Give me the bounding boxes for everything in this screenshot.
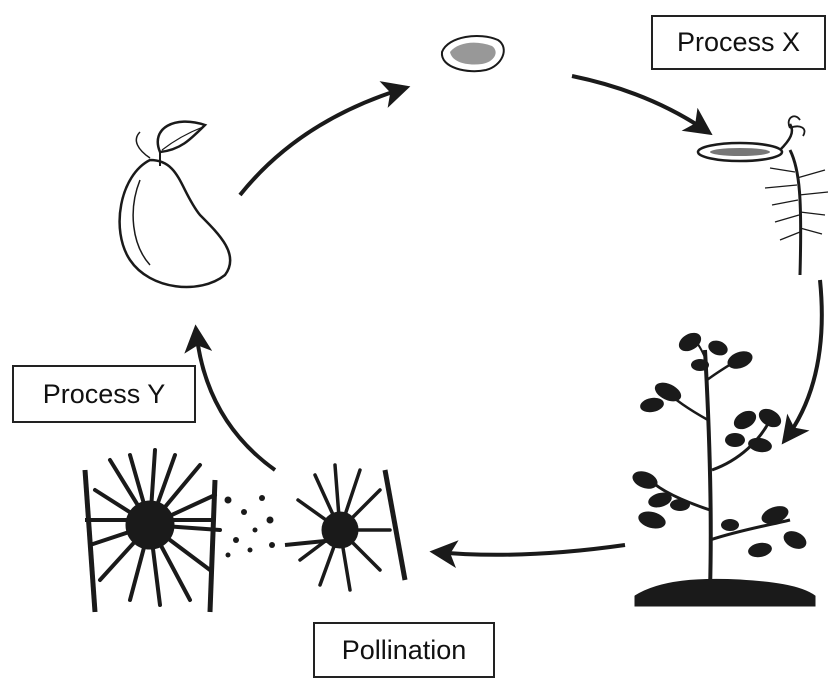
arrow-seed-to-seedling xyxy=(572,76,708,132)
seed-illustration xyxy=(442,36,504,71)
seedling-illustration xyxy=(698,116,828,275)
arrow-flowers-to-fruit xyxy=(196,330,275,470)
mature-plant-illustration xyxy=(630,329,815,606)
pollination-label: Pollination xyxy=(313,622,495,678)
process-x-label: Process X xyxy=(651,15,826,70)
arrow-fruit-to-seed xyxy=(240,88,405,195)
process-y-label: Process Y xyxy=(12,365,196,423)
arrow-plant-to-flowers xyxy=(435,545,625,555)
mango-fruit-illustration xyxy=(120,122,231,287)
flowers-illustration xyxy=(85,450,405,612)
arrow-seedling-to-plant xyxy=(785,280,822,440)
